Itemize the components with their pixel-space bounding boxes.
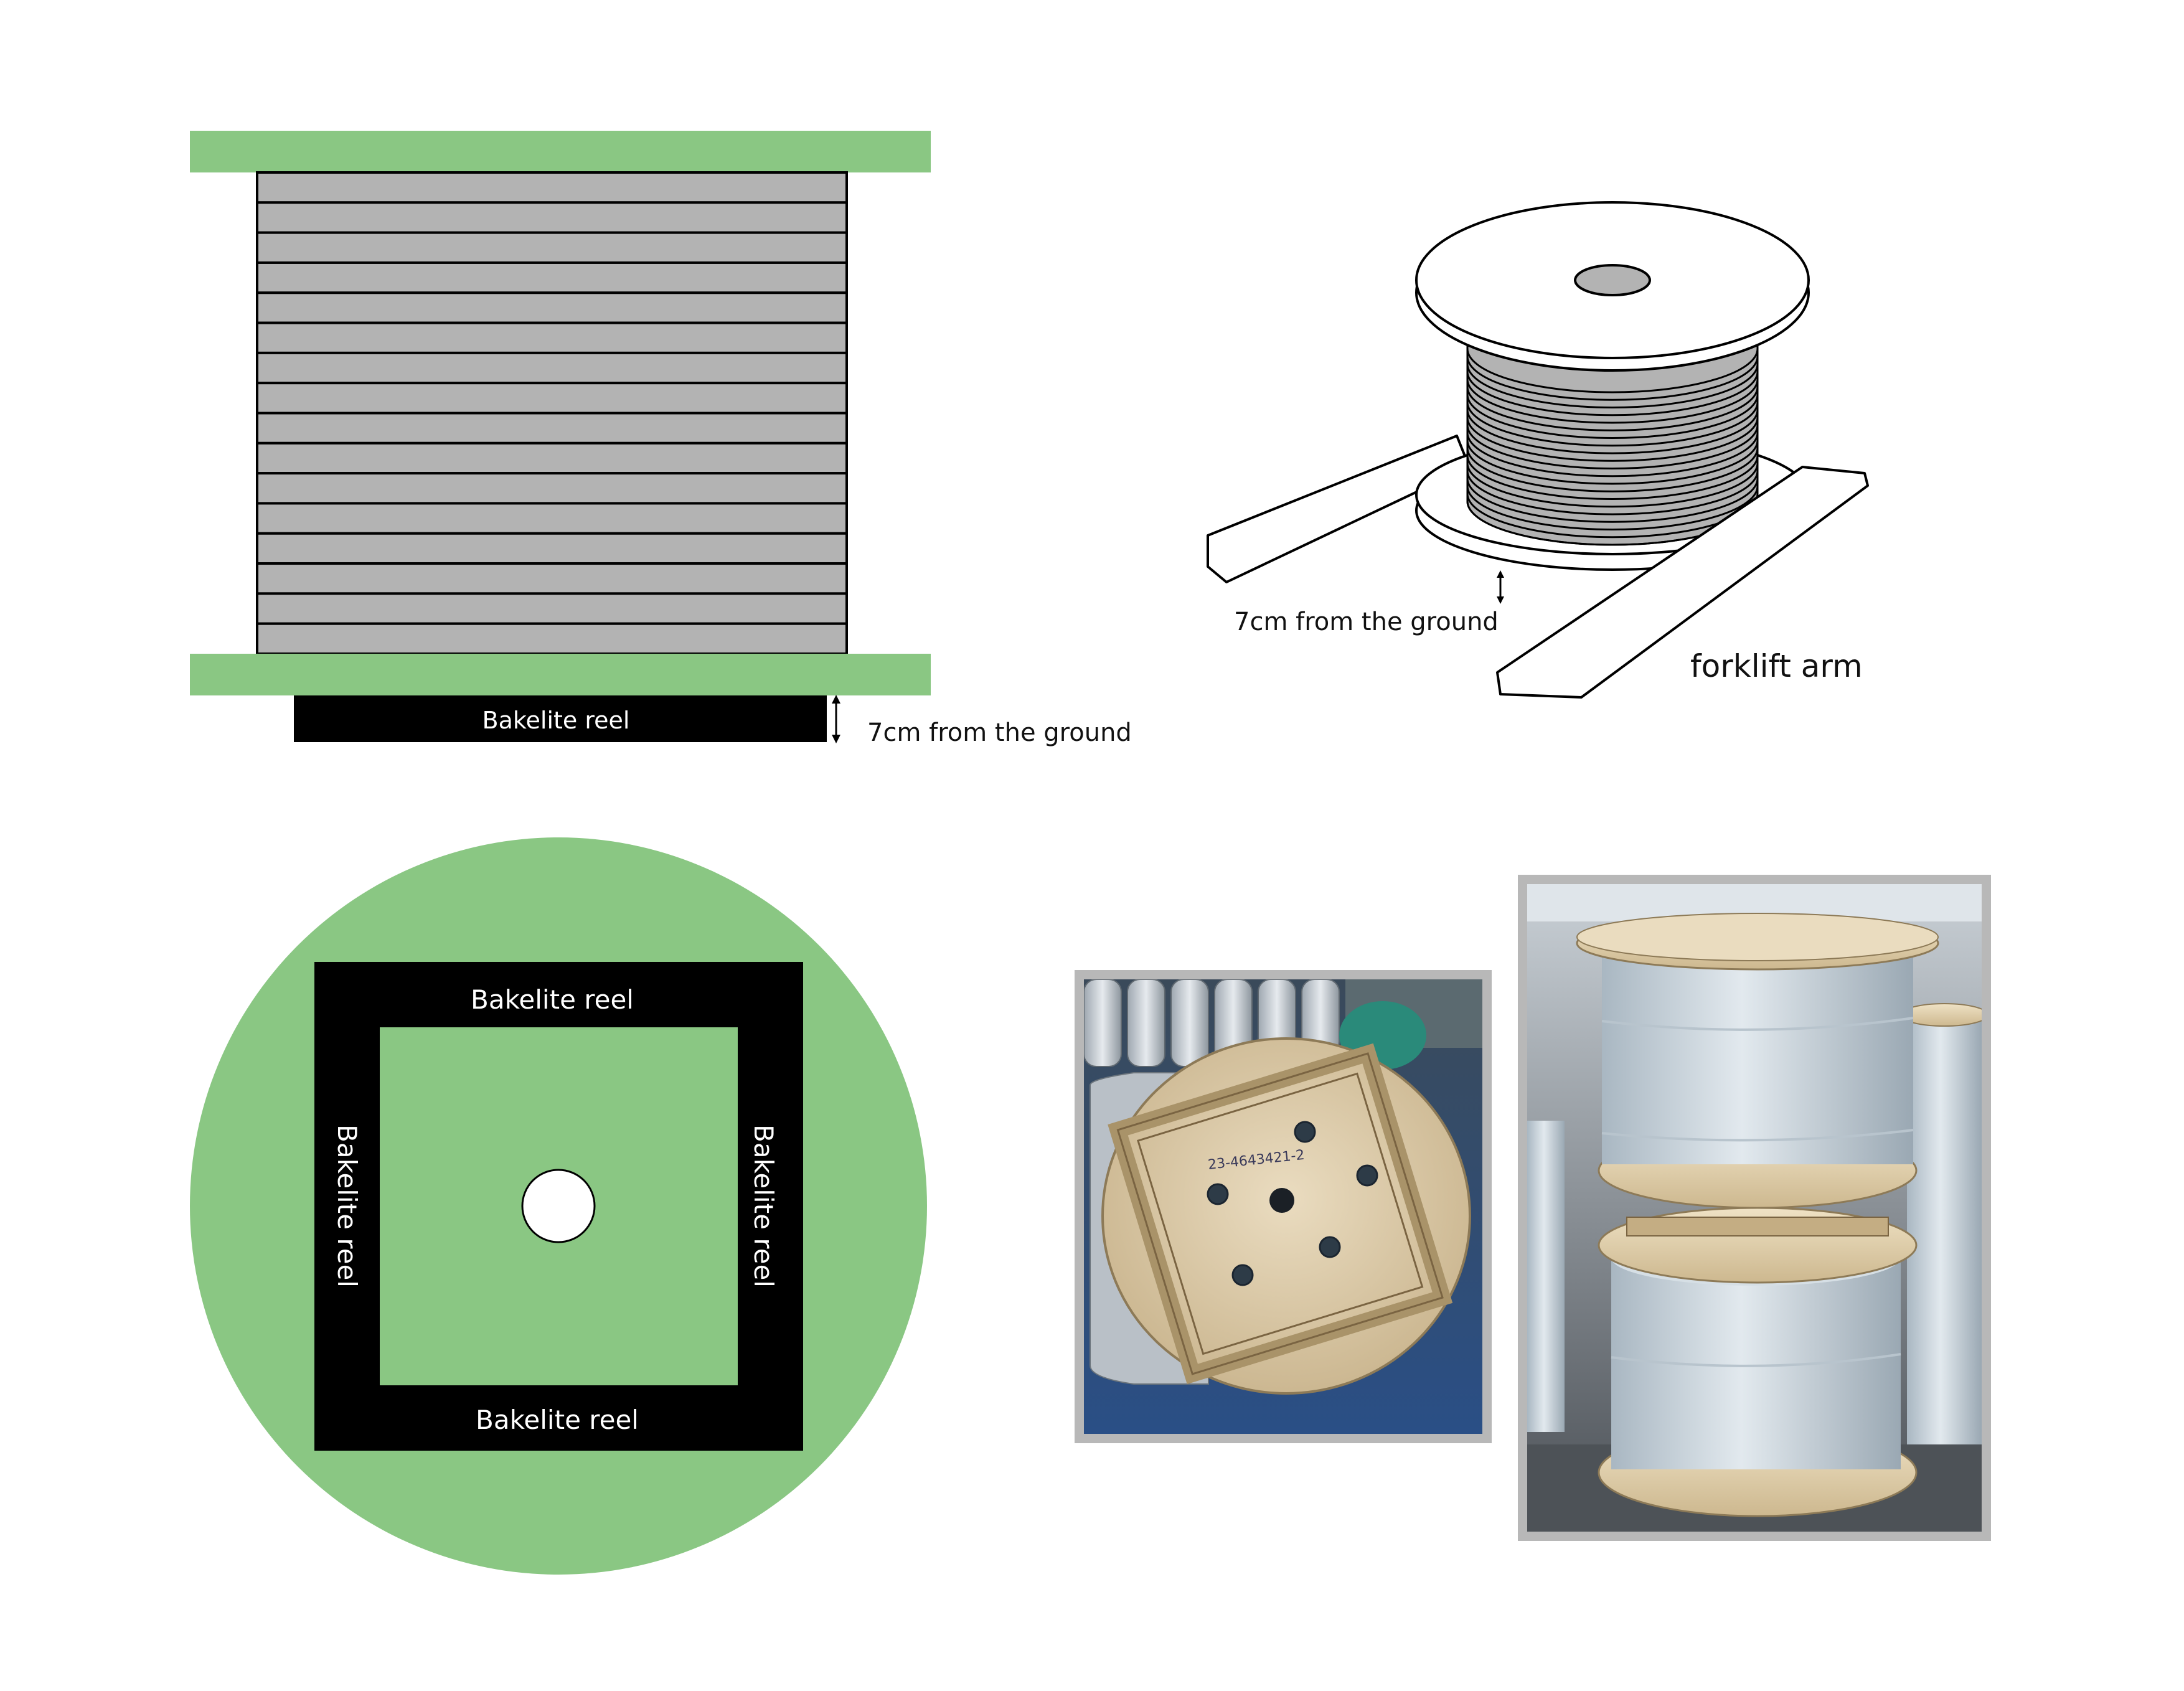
forklift-arm-left bbox=[1207, 435, 1471, 583]
photo-stacked-reels bbox=[1527, 884, 1982, 1532]
coil-line bbox=[1466, 486, 1759, 530]
reel-cable-coil bbox=[1466, 344, 1759, 546]
coil-line bbox=[1466, 470, 1759, 516]
coil-line bbox=[1466, 463, 1759, 508]
coil-line bbox=[1466, 379, 1759, 424]
coil-line bbox=[1466, 448, 1759, 492]
coil-line bbox=[1466, 402, 1759, 447]
cable-layer bbox=[256, 441, 848, 475]
cable-layers bbox=[256, 171, 848, 655]
reel-center-hole bbox=[1574, 264, 1651, 296]
iso-height-arrow bbox=[1497, 570, 1504, 604]
forklift-arm-label: forklift arm bbox=[1690, 648, 1863, 684]
top-flange bbox=[190, 131, 931, 172]
coil-line bbox=[1466, 348, 1759, 393]
center-hole bbox=[521, 1169, 596, 1243]
coil-line bbox=[1466, 440, 1759, 485]
ground-distance-label: 7cm from the ground bbox=[867, 718, 1132, 747]
height-arrow bbox=[832, 695, 840, 743]
coil-line bbox=[1466, 432, 1759, 478]
coil-line bbox=[1466, 387, 1759, 431]
cable-layer bbox=[256, 261, 848, 294]
cable-layer bbox=[256, 321, 848, 354]
photo-wooden-reel: 23-4643421-2 bbox=[1084, 979, 1482, 1434]
cable-layer bbox=[256, 201, 848, 234]
cable-layer bbox=[256, 231, 848, 264]
cable-layer bbox=[256, 502, 848, 535]
top-view-diagram: Bakelite reel Bakelite reel Bakelite ree… bbox=[190, 837, 927, 1575]
iso-ground-distance-label: 7cm from the ground bbox=[1234, 608, 1499, 636]
side-view-diagram: Bakelite reel 7cm from the ground bbox=[190, 131, 1132, 747]
isometric-reel-diagram: 7cm from the ground forklift arm bbox=[1207, 201, 1869, 699]
cable-layer bbox=[256, 382, 848, 415]
cable-layer bbox=[256, 532, 848, 565]
cable-layer bbox=[256, 622, 848, 655]
bakelite-label-left: Bakelite reel bbox=[332, 1124, 362, 1288]
photo-reel-side-frame: 23-4643421-2 bbox=[1075, 970, 1492, 1443]
cable-layer bbox=[256, 291, 848, 324]
cable-layer bbox=[256, 351, 848, 385]
coil-line bbox=[1466, 394, 1759, 439]
coil-line bbox=[1466, 356, 1759, 401]
cable-layer bbox=[256, 472, 848, 505]
coil-line bbox=[1466, 409, 1759, 455]
coil-line bbox=[1466, 425, 1759, 469]
bakelite-reel-label: Bakelite reel bbox=[482, 707, 630, 734]
coil-line bbox=[1466, 455, 1759, 500]
bakelite-label-bottom: Bakelite reel bbox=[476, 1405, 639, 1435]
bakelite-label-top: Bakelite reel bbox=[471, 984, 634, 1015]
forklift-arm-right bbox=[1496, 466, 1869, 699]
bottom-flange bbox=[190, 654, 931, 695]
coil-line bbox=[1466, 371, 1759, 417]
cable-layer bbox=[256, 592, 848, 625]
coil-line bbox=[1466, 364, 1759, 408]
bakelite-reel-bar bbox=[294, 695, 827, 742]
cable-layer bbox=[256, 171, 848, 204]
bakelite-label-right: Bakelite reel bbox=[748, 1124, 779, 1288]
photo-stacked-reels-frame bbox=[1518, 875, 1991, 1541]
cable-layer bbox=[256, 562, 848, 595]
coil-line bbox=[1466, 478, 1759, 523]
cable-layer bbox=[256, 412, 848, 445]
coil-line bbox=[1466, 417, 1759, 462]
